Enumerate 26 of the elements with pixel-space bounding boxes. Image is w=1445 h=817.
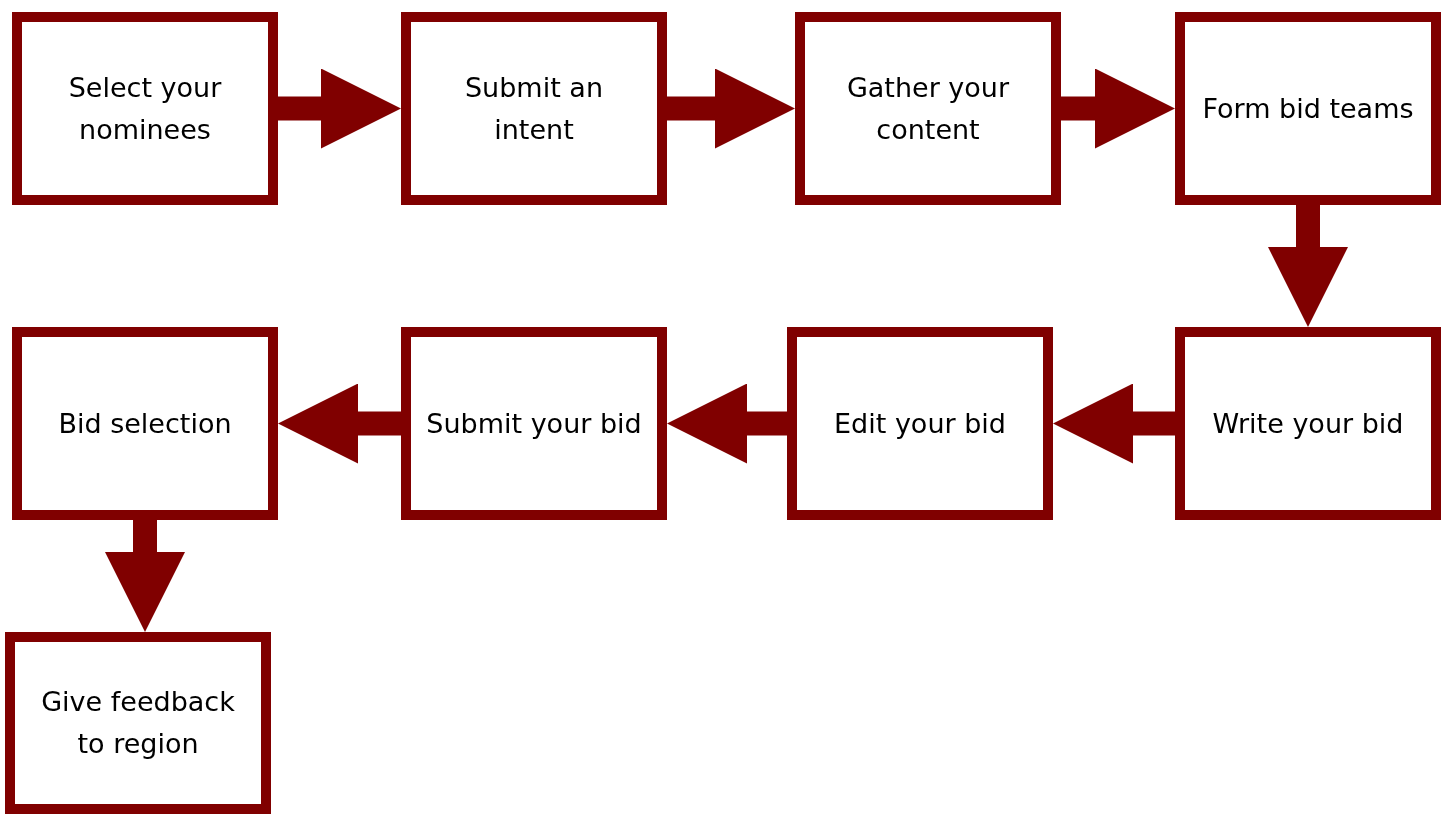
step-label: Form bid teams [1202, 91, 1414, 126]
process-box [1175, 12, 1441, 205]
arrow [1061, 68, 1175, 149]
arrow [278, 383, 401, 464]
arrow [105, 520, 185, 632]
process-box [401, 12, 667, 205]
step-label: Gather your content [845, 70, 1011, 147]
step-label: Submit your bid [426, 406, 642, 441]
arrow [278, 68, 401, 149]
process-box [1175, 327, 1441, 520]
process-box [12, 327, 278, 520]
process-box [401, 327, 667, 520]
arrow [1268, 205, 1348, 327]
step-label: Select your nominees [67, 70, 223, 147]
step-label: Write your bid [1212, 406, 1404, 441]
process-box [795, 12, 1061, 205]
process-box [5, 632, 271, 814]
step-label: Give feedback to region [40, 685, 236, 761]
arrow [667, 68, 795, 149]
process-box [787, 327, 1053, 520]
step-label: Bid selection [58, 406, 232, 441]
arrow [1053, 383, 1175, 464]
step-label: Submit an intent [464, 70, 604, 147]
arrow [667, 383, 787, 464]
step-label: Edit your bid [834, 406, 1006, 441]
process-box [12, 12, 278, 205]
